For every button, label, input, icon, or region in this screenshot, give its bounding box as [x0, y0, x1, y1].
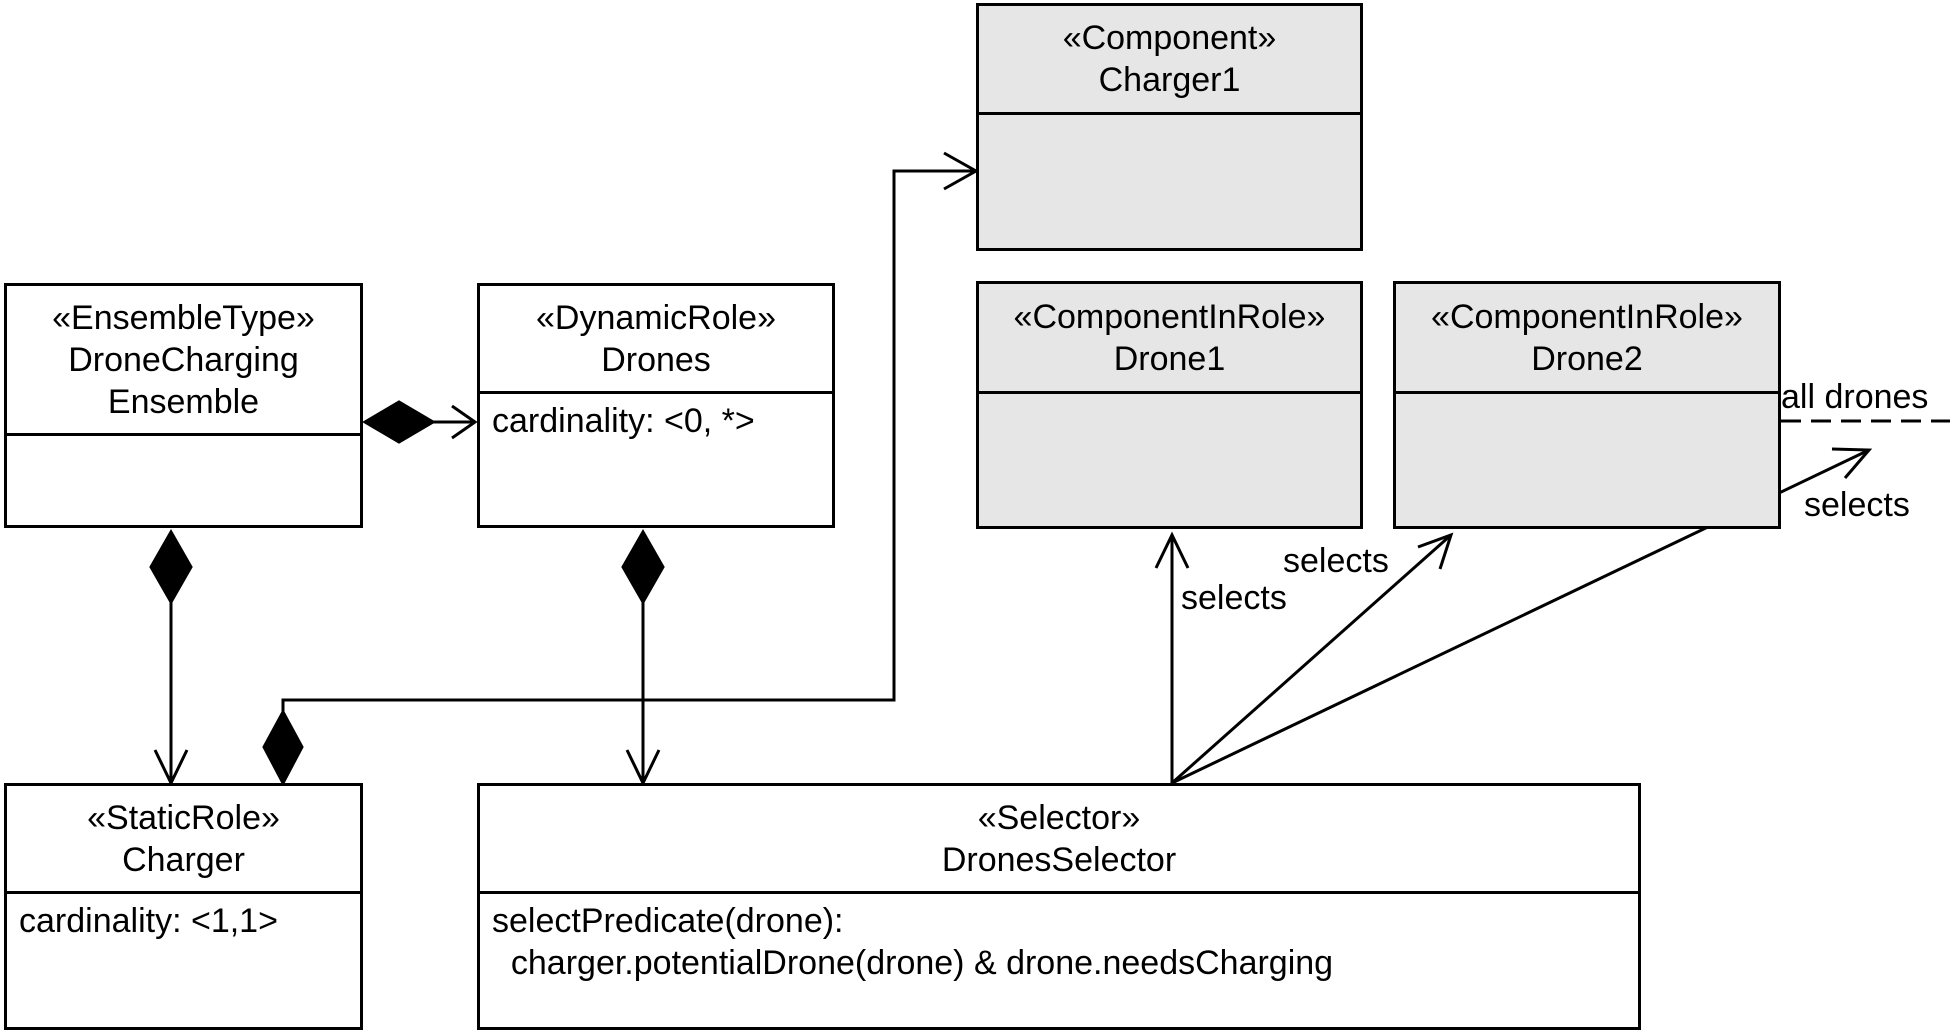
drone1-header: «ComponentInRole» Drone1	[979, 284, 1360, 394]
selects-arrow-drone1	[1154, 531, 1190, 783]
selector-name: DronesSelector	[941, 840, 1177, 879]
composition-ensemble-charger	[149, 528, 193, 787]
all-drones-label: all drones	[1781, 378, 1929, 416]
selector-box[interactable]: «Selector» DronesSelector selectPredicat…	[477, 783, 1641, 1030]
selects-label-drone1: selects	[1181, 579, 1287, 617]
static-role-header: «StaticRole» Charger	[7, 786, 360, 894]
charger1-name: Charger1	[1098, 61, 1241, 99]
drone1-body	[979, 394, 1360, 526]
component-drone2-box[interactable]: «ComponentInRole» Drone2	[1393, 281, 1781, 529]
ensemble-type-header: «EnsembleType» DroneCharging Ensemble	[7, 286, 360, 436]
selector-body: selectPredicate(drone): charger.potentia…	[480, 894, 1638, 1027]
charger-name: Charger	[122, 840, 245, 879]
composition-ensemble-drones	[362, 400, 478, 444]
charger1-body	[979, 115, 1360, 248]
drone1-name: Drone1	[1113, 339, 1226, 378]
composition-drones-selector	[621, 528, 665, 787]
select-predicate-signature: selectPredicate(drone):	[492, 902, 844, 940]
drone1-stereotype: «ComponentInRole»	[1013, 297, 1326, 336]
ensemble-body	[7, 436, 360, 525]
selects-arrow-drone2	[1171, 532, 1454, 785]
charger-stereotype: «StaticRole»	[87, 798, 280, 837]
dynamic-role-box[interactable]: «DynamicRole» Drones cardinality: <0, *>	[477, 283, 835, 528]
ensemble-type-box[interactable]: «EnsembleType» DroneCharging Ensemble	[4, 283, 363, 528]
drone2-header: «ComponentInRole» Drone2	[1396, 284, 1778, 394]
component-charger1-box[interactable]: «Component» Charger1	[976, 3, 1363, 251]
ensemble-stereotype: «EnsembleType»	[52, 298, 315, 337]
charger-cardinality: cardinality: <1,1>	[19, 902, 278, 940]
component-drone1-box[interactable]: «ComponentInRole» Drone1	[976, 281, 1363, 529]
selects-label-all-drones: selects	[1804, 486, 1910, 524]
drone2-body	[1396, 394, 1778, 526]
charger1-stereotype: «Component»	[1062, 19, 1277, 57]
drones-cardinality: cardinality: <0, *>	[492, 402, 755, 440]
charger1-header: «Component» Charger1	[979, 6, 1360, 115]
drone2-name: Drone2	[1531, 339, 1643, 378]
select-predicate-expression: charger.potentialDrone(drone) & drone.ne…	[492, 944, 1334, 982]
selector-header: «Selector» DronesSelector	[480, 786, 1638, 894]
selects-label-drone2: selects	[1283, 542, 1389, 580]
static-role-box[interactable]: «StaticRole» Charger cardinality: <1,1>	[4, 783, 363, 1030]
drones-stereotype: «DynamicRole»	[536, 298, 776, 337]
ensemble-name-line2: Ensemble	[107, 382, 260, 421]
dynamic-role-header: «DynamicRole» Drones	[480, 286, 832, 394]
ensemble-name-line1: DroneCharging	[68, 340, 299, 379]
drones-name: Drones	[601, 340, 711, 379]
selector-stereotype: «Selector»	[977, 798, 1141, 837]
drone2-stereotype: «ComponentInRole»	[1431, 297, 1743, 336]
